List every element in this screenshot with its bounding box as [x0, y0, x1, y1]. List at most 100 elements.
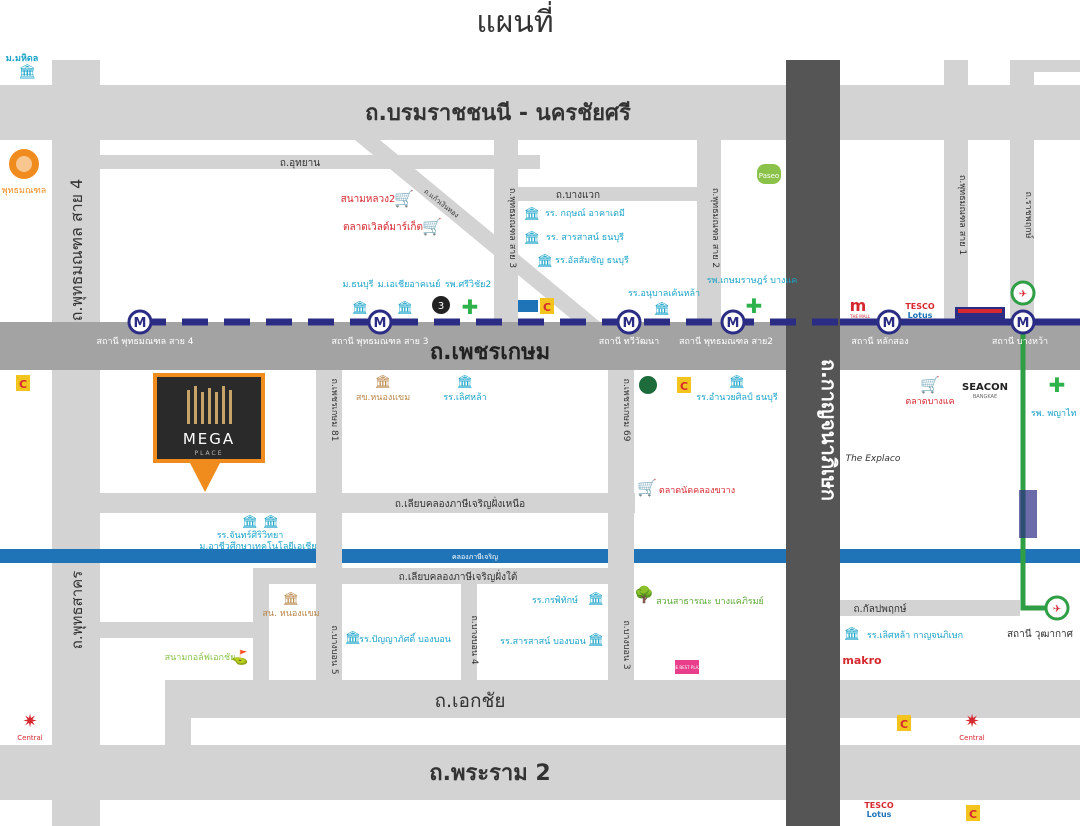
hospital-icon: ✚ [462, 295, 479, 319]
svg-text:ตลาดนัดคลองขวาง: ตลาดนัดคลองขวาง [659, 486, 735, 496]
mega-text: MEGA [183, 430, 235, 448]
school-icon: 🏛 [397, 300, 414, 316]
svg-text:สถานี หลักสอง: สถานี หลักสอง [851, 336, 908, 347]
svg-text:Lotus: Lotus [908, 311, 933, 320]
road-rama2 [0, 745, 1080, 800]
label-kanchanaphisek: ถ.กาญจนาภิเษก [817, 359, 841, 501]
bigc-icon [540, 298, 554, 314]
label-phutthamonthon3: ถ.พุทธมณฑล สาย 3 [507, 188, 517, 268]
thebest-icon [675, 660, 699, 674]
label-phetkasem69: ถ.เพชรเกษม 69 [621, 379, 631, 442]
svg-text:M: M [623, 316, 636, 331]
svg-text:TESCO: TESCO [905, 302, 935, 311]
poi-govt: 🏛 สข.หนองแขม 🏛 สน. หนองแขม [262, 374, 410, 619]
school-icon: 🏛 [588, 591, 605, 607]
school-icon: 🏛 [654, 301, 671, 317]
svg-text:รร.กรพิทักษ์: รร.กรพิทักษ์ [532, 594, 578, 606]
svg-text:SEACON: SEACON [962, 382, 1008, 393]
mrt-station-5[interactable]: M สถานี หลักสอง [851, 309, 909, 347]
mrt-station-1[interactable]: M สถานี พุทธมณฑล สาย 4 [97, 309, 194, 347]
label-phutthamonthon1: ถ.พุทธมณฑล สาย 1 [957, 175, 967, 255]
mrt-station-2[interactable]: M สถานี พุทธมณฑล สาย 3 [332, 309, 429, 347]
school-icon: 🏛 [242, 514, 259, 530]
canal [0, 549, 1080, 563]
svg-text:makro: makro [842, 654, 882, 667]
poi-park: 🌳 สวนสาธารณะ บางแคภิรมย์ สนามกอล์ฟเอกชัย… [165, 585, 764, 666]
central-icon: ✷ [22, 711, 37, 732]
school-icon: 🏛 [457, 374, 474, 390]
major-roads [0, 60, 1080, 826]
school-icon: 🏛 [18, 63, 36, 80]
label-phetkasem: ถ.เพชรเกษม [430, 340, 550, 365]
paseo-icon [757, 164, 781, 184]
svg-text:C: C [900, 718, 908, 731]
bts-station-bangwa[interactable]: ✈ [1010, 280, 1036, 306]
mega-place-marker[interactable]: MEGA PLACE [153, 373, 265, 492]
svg-text:The Explaco: The Explaco [846, 454, 901, 464]
svg-text:สถานี พุทธมณฑล สาย 3: สถานี พุทธมณฑล สาย 3 [332, 336, 429, 347]
svg-text:M: M [134, 316, 147, 331]
school-icon: 🏛 [524, 206, 541, 222]
mrt-station-6[interactable]: M สถานี บางหว้า [992, 309, 1048, 347]
school-icon: 🏛 [729, 374, 746, 390]
bigc-icon [677, 377, 691, 393]
svg-text:THE BEST PLAZA: THE BEST PLAZA [669, 665, 704, 670]
svg-text:BANGKAE: BANGKAE [973, 394, 997, 400]
svg-text:Central: Central [959, 734, 985, 742]
road-phutthamonthon4 [52, 60, 100, 826]
cart-icon: 🛒 [920, 375, 940, 394]
svg-text:รร.ปัญญาภัศดิ์ บองบอน: รร.ปัญญาภัศดิ์ บองบอน [359, 632, 451, 645]
mrt-station-4[interactable]: M สถานี พุทธมณฑล สาย2 [679, 309, 773, 347]
svg-text:3: 3 [438, 301, 444, 312]
canal-label: คลองภาษีเจริญ [452, 553, 498, 561]
poi-schools: 🏛 ม.มหิดล 🏛 รร. กฤษณ์ อาคาเดมี 🏛 รร. สาร… [6, 53, 963, 648]
svg-text:✈: ✈ [1019, 289, 1027, 300]
school-icon: 🏛 [352, 300, 369, 316]
phutthamonthon-marker: พุทธมณฑล [2, 149, 46, 196]
svg-text:รร.อำนวยศิลป์ ธนบุรี: รร.อำนวยศิลป์ ธนบุรี [696, 391, 778, 403]
svg-text:ตลาดบางแค: ตลาดบางแค [905, 397, 954, 407]
svg-text:รร.อัสสัมชัญ ธนบุรี: รร.อัสสัมชัญ ธนบุรี [555, 255, 629, 266]
label-phasicharoen-south: ถ.เลียบคลองภาษีเจริญฝั่งใต้ [399, 569, 518, 583]
govt-icon: 🏛 [283, 591, 300, 607]
svg-text:✈: ✈ [1053, 604, 1061, 615]
svg-text:สถานี พุทธมณฑล สาย2: สถานี พุทธมณฑล สาย2 [679, 336, 773, 347]
label-ekkachai: ถ.เอกชัย [435, 690, 506, 712]
svg-text:ม.เอเชียอาคเนย์: ม.เอเชียอาคเนย์ [378, 278, 441, 290]
svg-text:รร.เลิศหล้า กาญจนภิเษก: รร.เลิศหล้า กาญจนภิเษก [867, 630, 963, 641]
svg-text:THE MALL: THE MALL [849, 314, 871, 319]
bigc-icon [897, 715, 911, 731]
label-bangwaek: ถ.บางแวก [556, 190, 600, 201]
label-ratchaphruek: ถ.ราชพฤกษ์ [1023, 191, 1035, 238]
svg-text:สถานี ทวีวัฒนา: สถานี ทวีวัฒนา [599, 336, 659, 347]
svg-text:สนามกอล์ฟเอกชัย: สนามกอล์ฟเอกชัย [165, 651, 236, 663]
svg-text:Central: Central [17, 734, 43, 742]
mega-logo-icon [187, 386, 232, 424]
label-bangbon5: ถ.บางบอน 5 [329, 625, 339, 674]
svg-text:รร.อนุบาลเค้นหล้า: รร.อนุบาลเค้นหล้า [628, 288, 700, 299]
hospital-icon: ✚ [746, 294, 763, 318]
label-phutthamonthon4: ถ.พุทธมณฑล สาย 4 [67, 179, 87, 322]
label-rama2: ถ.พระราม 2 [429, 761, 550, 786]
school-icon: 🏛 [588, 632, 605, 648]
label-bangbon3: ถ.บางบอน 3 [621, 620, 631, 669]
bts-station-wutthakat[interactable]: ✈ สถานี วุฒากาศ [1007, 595, 1074, 640]
svg-text:รพ. พญาไท 3: รพ. พญาไท 3 [1031, 408, 1080, 419]
svg-text:M: M [374, 316, 387, 331]
svg-text:M: M [1017, 316, 1030, 331]
svg-text:สวนสาธารณะ บางแคภิรมย์: สวนสาธารณะ บางแคภิรมย์ [656, 595, 764, 607]
svg-text:สถานี วุฒากาศ: สถานี วุฒากาศ [1007, 628, 1074, 640]
svg-text:รร.เลิศหล้า: รร.เลิศหล้า [443, 392, 486, 403]
svg-text:ม.ธนบุรี: ม.ธนบุรี [343, 279, 374, 290]
poi-markets: สนามหลวง2 🛒 ตลาดเวิลด์มาร์เก็ต 🛒 🛒 ตลาดบ… [341, 189, 955, 497]
svg-text:รร. กฤษณ์ อาคาเดมี: รร. กฤษณ์ อาคาเดมี [545, 207, 625, 219]
svg-text:C: C [19, 378, 27, 391]
svg-text:รร.สารสาสน์ บองบอน: รร.สารสาสน์ บองบอน [500, 635, 586, 647]
mrt-station-3[interactable]: M สถานี ทวีวัฒนา [599, 309, 659, 347]
starbucks-icon [639, 376, 657, 394]
svg-text:Lotus: Lotus [867, 810, 892, 819]
hospital-icon: ✚ [1049, 373, 1066, 397]
school-icon: 🏛 [345, 630, 362, 646]
label-phutthamonthon2: ถ.พุทธมณฑล สาย 2 [710, 188, 720, 268]
